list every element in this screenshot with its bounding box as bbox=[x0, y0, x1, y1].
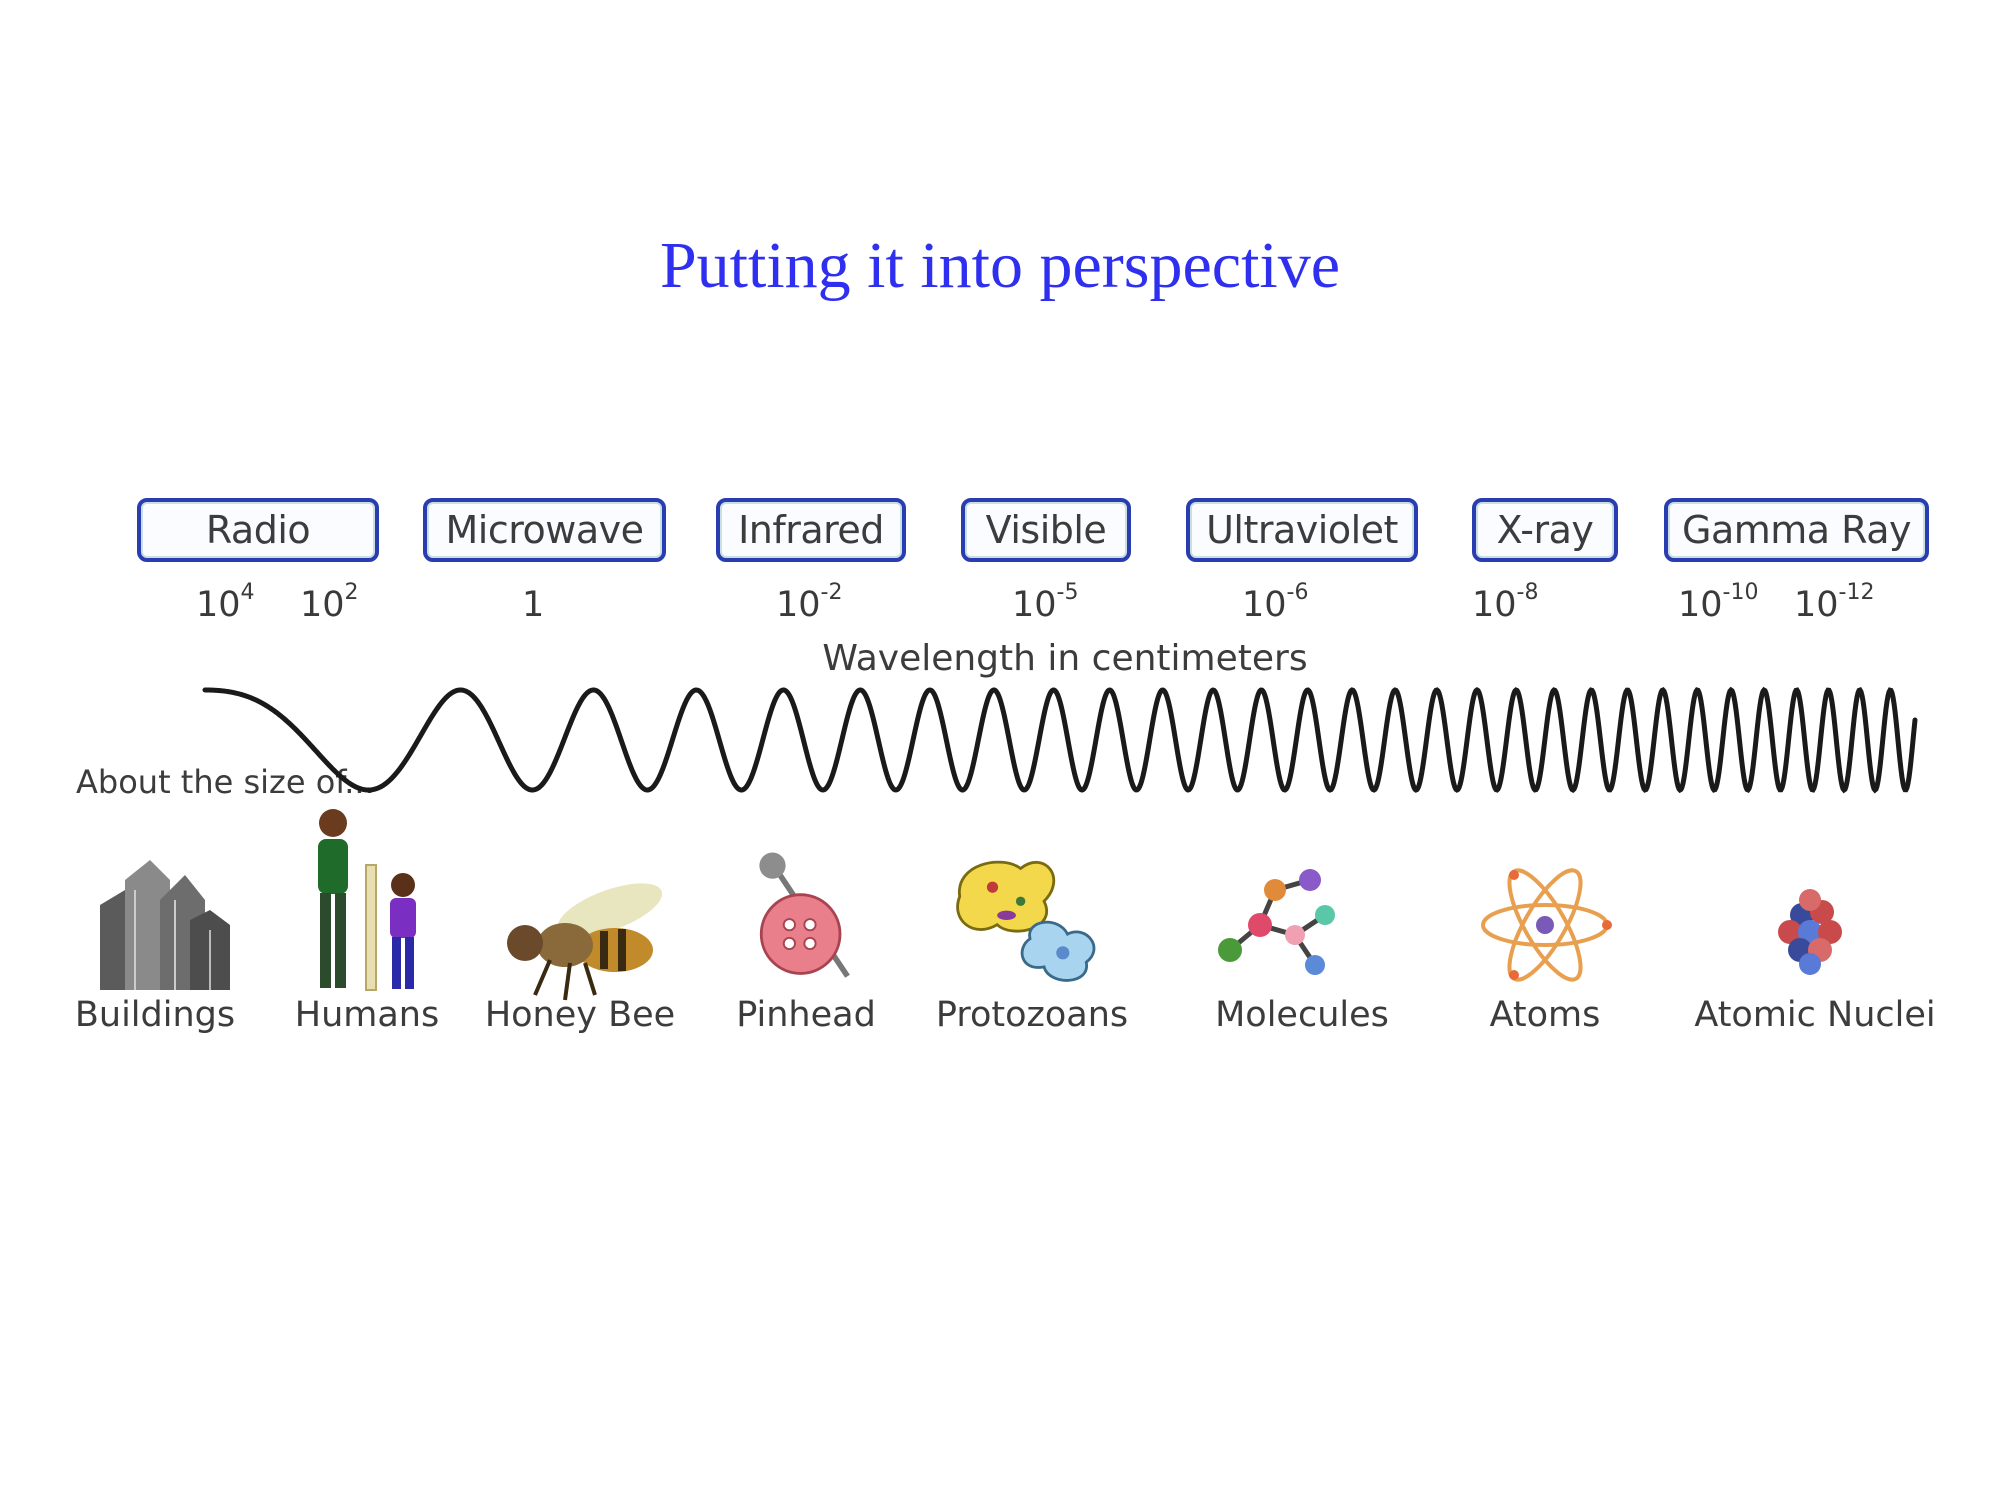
tick-label: 104 bbox=[196, 580, 255, 625]
band-label: Visible bbox=[985, 508, 1107, 552]
size-comparison-label: About the size of... bbox=[76, 763, 375, 801]
object-label-buildings: Buildings bbox=[74, 995, 236, 1035]
page-title: Putting it into perspective bbox=[659, 229, 1341, 302]
object-label-atomic-nuclei: Atomic Nuclei bbox=[1694, 995, 1936, 1035]
band-microwave: Microwave bbox=[423, 498, 666, 562]
molecules-icon bbox=[1218, 869, 1335, 975]
pinhead-icon bbox=[759, 852, 850, 978]
tick-label: 10-12 bbox=[1794, 580, 1875, 625]
protozoans-icon bbox=[956, 860, 1096, 982]
wavelength-wave bbox=[202, 686, 1918, 794]
atomic-nuclei-icon bbox=[1778, 889, 1842, 975]
tick-label: 10-10 bbox=[1678, 580, 1759, 625]
axis-label: Wavelength in centimeters bbox=[822, 638, 1308, 679]
tick-label: 10-5 bbox=[1012, 580, 1079, 625]
buildings-icon bbox=[100, 860, 230, 990]
honey-bee-icon bbox=[507, 883, 663, 1001]
band-visible: Visible bbox=[961, 498, 1131, 562]
object-label-atoms: Atoms bbox=[1489, 995, 1601, 1035]
object-label-pinhead: Pinhead bbox=[736, 995, 876, 1035]
object-label-protozoans: Protozoans bbox=[935, 995, 1129, 1035]
band-label: X-ray bbox=[1496, 508, 1594, 552]
band-ultraviolet: Ultraviolet bbox=[1186, 498, 1418, 562]
tick-label: 10-2 bbox=[776, 580, 843, 625]
band-label: Radio bbox=[205, 508, 311, 552]
band-label: Microwave bbox=[445, 508, 644, 552]
band-infrared: Infrared bbox=[716, 498, 906, 562]
tick-label: 1 bbox=[522, 585, 545, 625]
atoms-icon bbox=[1481, 868, 1612, 982]
band-label: Infrared bbox=[738, 508, 884, 552]
object-label-honey-bee: Honey Bee bbox=[484, 995, 676, 1035]
band-radio: Radio bbox=[137, 498, 379, 562]
tick-label: 10-8 bbox=[1472, 580, 1539, 625]
band-x-ray: X-ray bbox=[1472, 498, 1618, 562]
tick-label: 10-6 bbox=[1242, 580, 1309, 625]
object-label-molecules: Molecules bbox=[1215, 995, 1389, 1035]
band-label: Ultraviolet bbox=[1206, 508, 1398, 552]
tick-label: 102 bbox=[300, 580, 359, 625]
band-gamma-ray: Gamma Ray bbox=[1664, 498, 1929, 562]
object-label-humans: Humans bbox=[294, 995, 440, 1035]
band-label: Gamma Ray bbox=[1682, 508, 1911, 552]
humans-icon bbox=[318, 809, 416, 991]
